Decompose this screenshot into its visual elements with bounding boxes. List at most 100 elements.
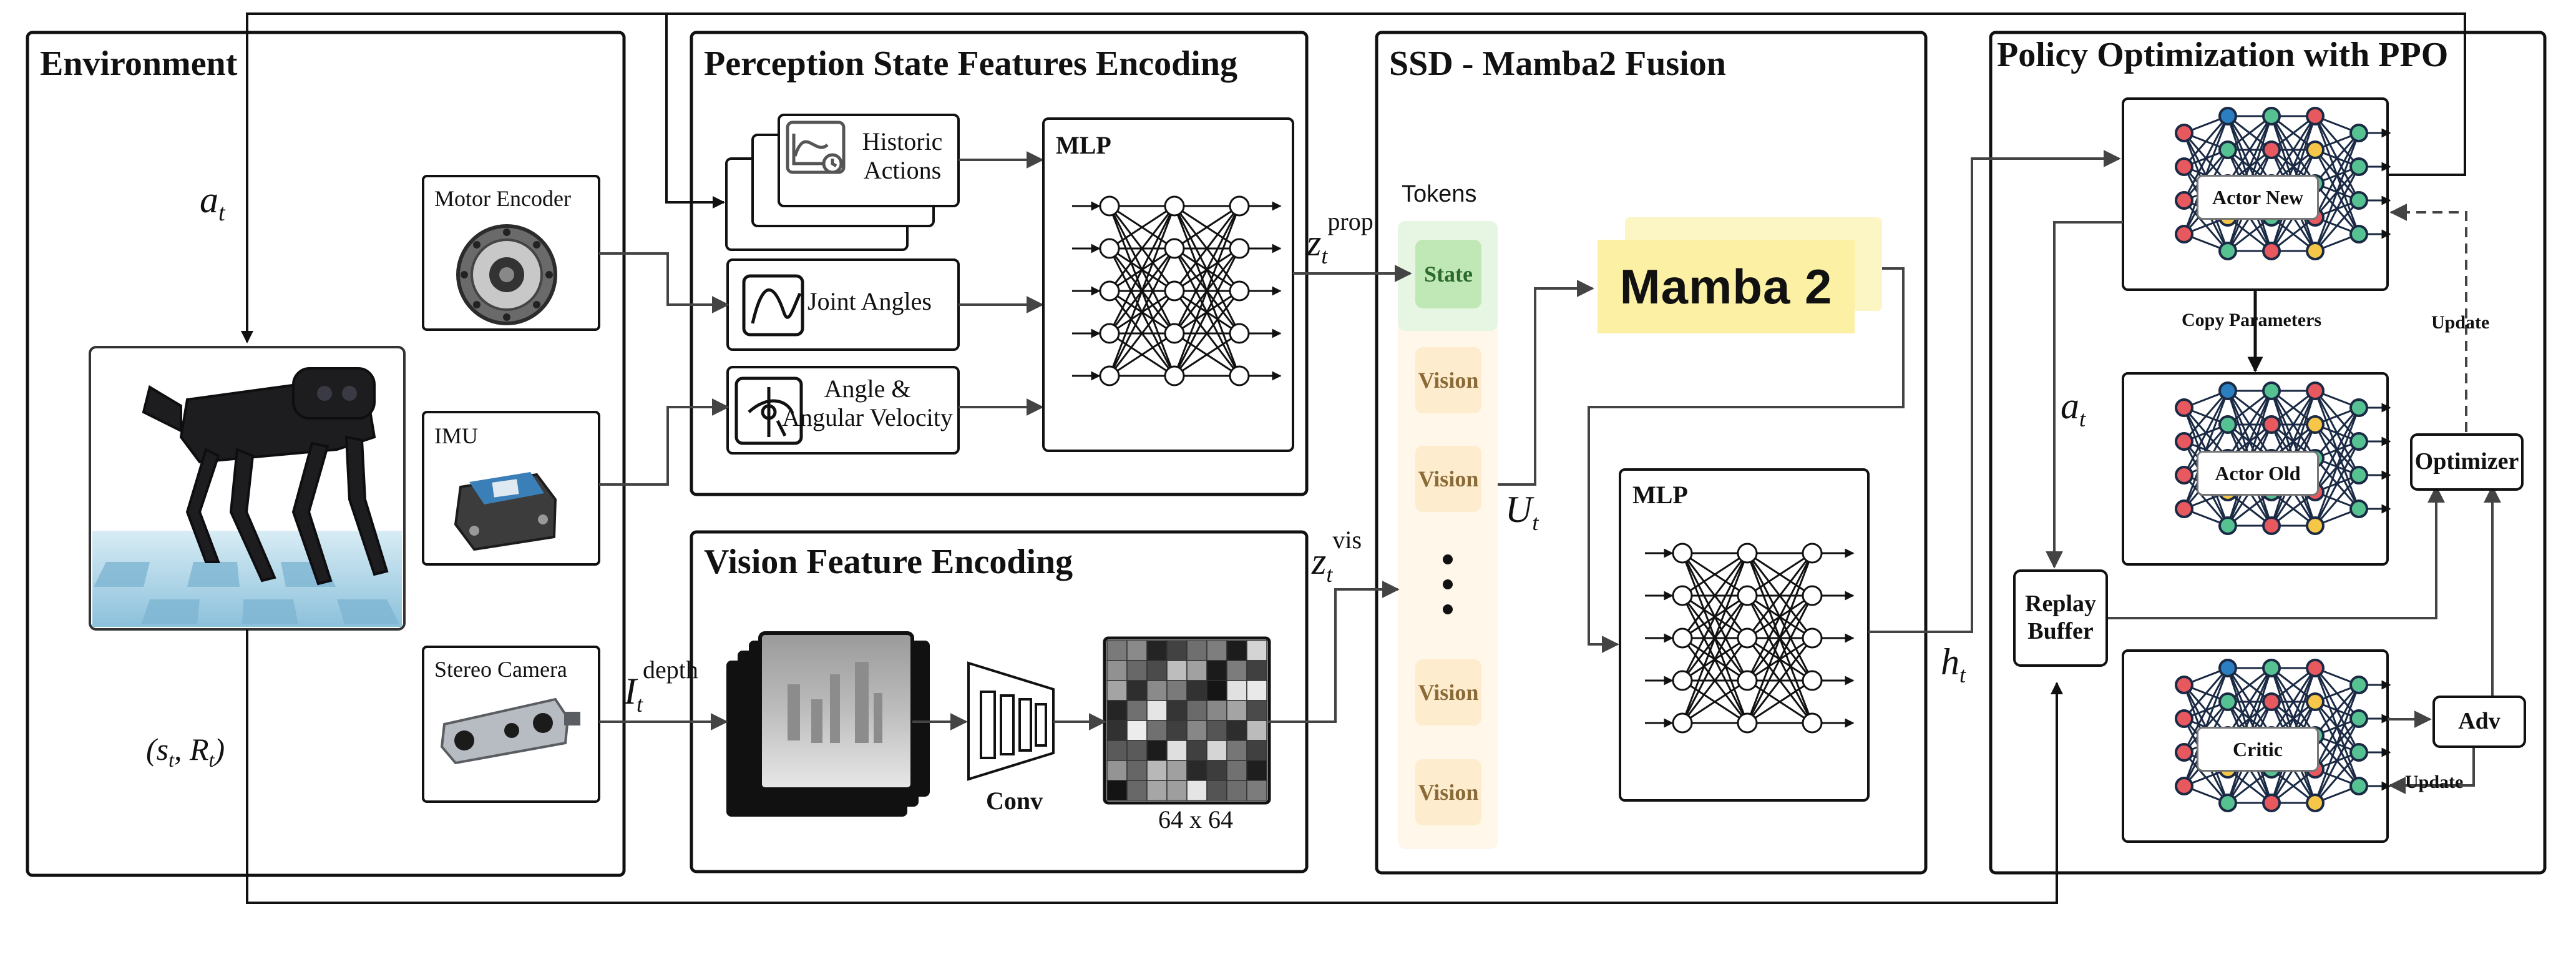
- perception-mlp-edge: [1108, 205, 1176, 292]
- state-reward-label: (st, Rt): [146, 732, 225, 771]
- actor-new-net-node: [2306, 140, 2325, 159]
- actor-old-net-node: [2175, 432, 2193, 451]
- fusion-mlp-node: [1802, 712, 1823, 734]
- actor-new-net-node: [2262, 242, 2281, 260]
- critic-net-node: [2349, 743, 2368, 762]
- actor-new-net-edge: [2270, 116, 2316, 184]
- critic-tag: Critic: [2197, 727, 2319, 772]
- actor-old-net-node: [2306, 415, 2325, 434]
- fusion-mlp-edge: [1681, 553, 1749, 724]
- actor-new-net-node: [2218, 242, 2237, 260]
- perception-mlp-node: [1099, 280, 1120, 302]
- fusion-title: SSD - Mamba2 Fusion: [1389, 44, 1726, 83]
- actor-old-net-node: [2175, 466, 2193, 484]
- actor-old-tag: Actor Old: [2197, 451, 2319, 496]
- z-vis-label: ztvis: [1312, 526, 1362, 587]
- actor-old-net-edge: [2270, 390, 2316, 459]
- critic-net-node: [2218, 692, 2237, 711]
- critic-net-edge: [2314, 684, 2360, 736]
- fusion-mlp-node: [1737, 543, 1758, 564]
- critic-net-node: [2175, 709, 2193, 728]
- perception-mlp-edge: [1108, 248, 1176, 376]
- feature-grid-cell: [1106, 780, 1128, 801]
- update-top-label: Update: [2431, 312, 2490, 333]
- vision-token-2: Vision: [1415, 446, 1481, 512]
- actor-new-net-edge: [2183, 116, 2229, 201]
- actor-old-net-node: [2349, 466, 2368, 484]
- critic-net-edge: [2314, 684, 2360, 804]
- optimizer-box: Optimizer: [2410, 433, 2524, 491]
- fusion-mlp-edge: [1747, 679, 1813, 724]
- perception-mlp-node: [1164, 323, 1185, 344]
- joint-angles-label: Joint Angles: [807, 287, 932, 315]
- critic-net-node: [2306, 794, 2325, 812]
- mamba2-logo: Mamba 2: [1598, 240, 1855, 333]
- actor-old-net-node: [2175, 499, 2193, 518]
- fusion-mlp-node: [1802, 543, 1823, 564]
- perception-mlp-edge: [1108, 290, 1176, 376]
- vision-panel: [690, 530, 1309, 873]
- angular-velocity-icon: [734, 376, 803, 445]
- actor-old-net-node: [2218, 415, 2237, 434]
- vision-token-4: Vision: [1415, 759, 1481, 825]
- critic-net-edge: [2183, 667, 2229, 753]
- perception-mlp-node: [1099, 195, 1120, 217]
- fusion-mlp-edge: [1682, 552, 1748, 597]
- grid-size-label: 64 x 64: [1158, 805, 1233, 834]
- actor-old-net-edge: [2183, 390, 2229, 509]
- actor-new-net-edge: [2183, 116, 2229, 167]
- imu-label: IMU: [434, 423, 478, 448]
- feature-grid-cell: [1166, 700, 1188, 721]
- perception-mlp-edge: [1173, 248, 1241, 376]
- feature-grid-cell: [1226, 780, 1247, 801]
- perception-mlp-node: [1099, 365, 1120, 386]
- feature-grid-cell: [1126, 720, 1148, 741]
- actor-new-net-node: [2262, 140, 2281, 159]
- angular-velocity-label: Angle & Angular Velocity: [782, 375, 953, 431]
- feature-grid-cell: [1126, 740, 1148, 761]
- fusion-mlp-edge: [1746, 637, 1813, 724]
- u-label: Ut: [1505, 489, 1539, 535]
- policy-action-label: at: [2061, 385, 2086, 431]
- fusion-mlp-node: [1737, 585, 1758, 606]
- perception-mlp-edge: [1109, 332, 1175, 377]
- actor-new-net-edge: [2227, 116, 2273, 184]
- joint-angles-icon: [742, 274, 804, 337]
- actor-new-net-node: [2349, 191, 2368, 210]
- vision-token-1: Vision: [1415, 347, 1481, 413]
- critic-net-node: [2349, 709, 2368, 728]
- fusion-mlp-node: [1802, 585, 1823, 606]
- ellipsis-dot-2: [1443, 579, 1453, 589]
- critic-net-edge: [2314, 718, 2360, 804]
- critic-net-node: [2218, 659, 2237, 677]
- motor-encoder-image: [456, 224, 557, 325]
- actor-old-net-node: [2349, 398, 2368, 417]
- perception-mlp-node: [1099, 238, 1120, 259]
- fusion-mlp-edge: [1681, 595, 1749, 724]
- critic-net-node: [2349, 777, 2368, 795]
- actor-new-net-node: [2306, 107, 2325, 125]
- feature-grid-cell: [1106, 660, 1128, 681]
- fusion-mlp-edge: [1681, 553, 1749, 639]
- actor-old-net-edge: [2183, 390, 2229, 442]
- fusion-mlp-edge: [1681, 637, 1749, 724]
- vision-token-3: Vision: [1415, 659, 1481, 725]
- actor-old-net-edge: [2183, 390, 2229, 476]
- feature-grid-cell: [1146, 720, 1168, 741]
- feature-grid-cell: [1166, 780, 1188, 801]
- critic-net-node: [2175, 743, 2193, 762]
- critic-network: [2175, 659, 2391, 812]
- ellipsis-dot-3: [1443, 604, 1453, 614]
- critic-net-node: [2218, 794, 2237, 812]
- historic-actions-label: Historic Actions: [862, 127, 943, 184]
- feature-grid-cell: [1246, 760, 1267, 781]
- actor-old-net-edge: [2314, 475, 2360, 526]
- actor-old-net-node: [2262, 516, 2281, 535]
- perception-panel: [690, 31, 1309, 496]
- perception-mlp-node: [1164, 195, 1185, 217]
- conv-label: Conv: [986, 787, 1043, 815]
- fusion-mlp-node: [1672, 543, 1693, 564]
- actor-new-net-edge: [2314, 132, 2360, 252]
- actor-new-net-edge: [2314, 200, 2360, 252]
- critic-net-node: [2175, 676, 2193, 694]
